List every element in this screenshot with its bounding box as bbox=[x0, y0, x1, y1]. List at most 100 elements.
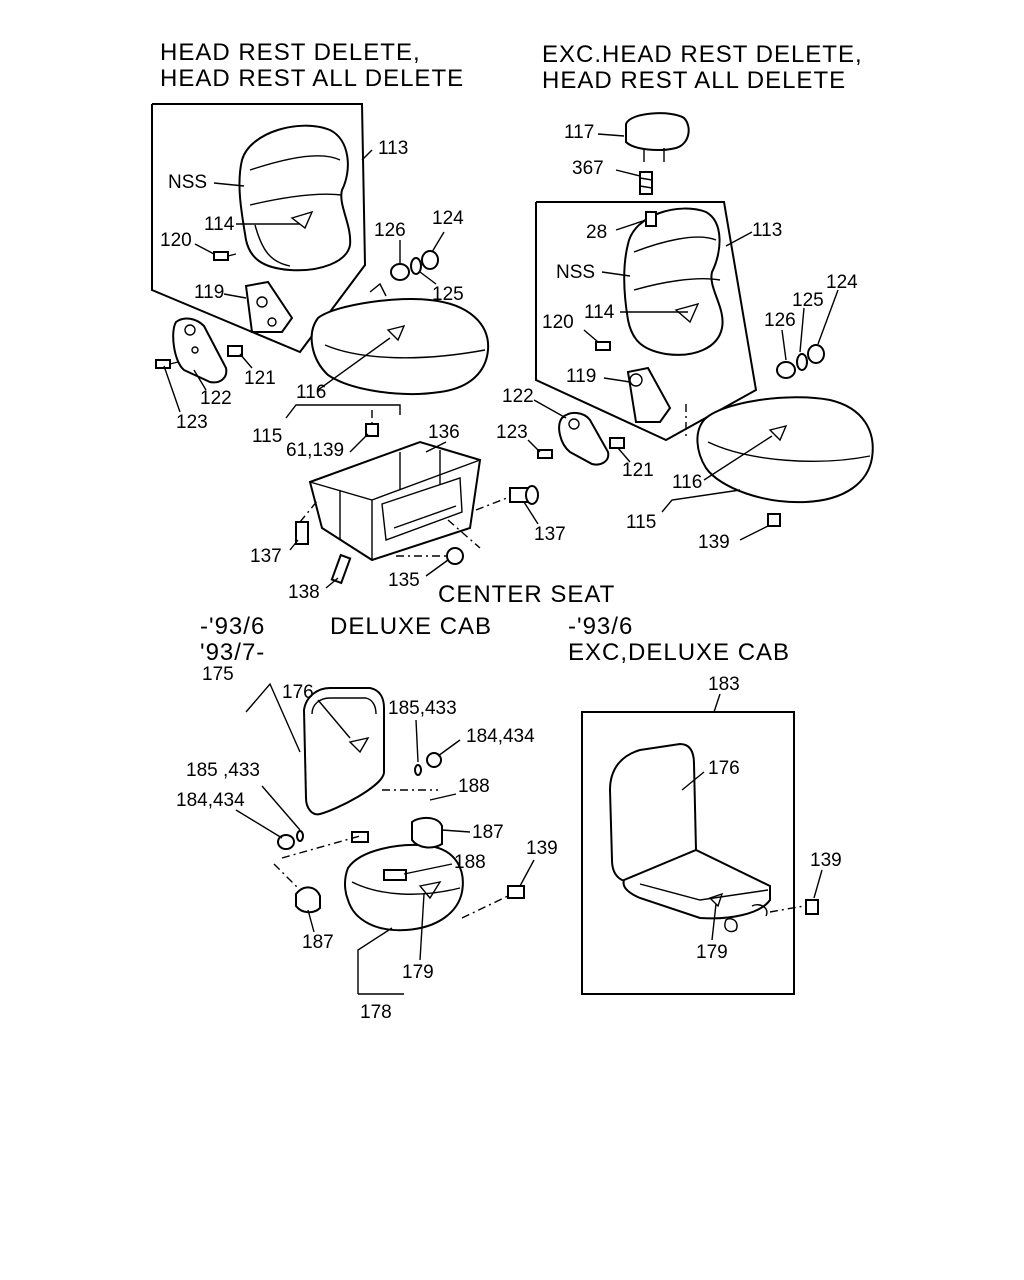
bolt-139-standard bbox=[805, 899, 819, 915]
left-cushion-tag bbox=[386, 324, 406, 342]
frame-136 bbox=[308, 440, 482, 562]
left-cover-122 bbox=[172, 317, 228, 384]
spring-367 bbox=[639, 171, 653, 195]
callout-114-left: 114 bbox=[204, 214, 235, 235]
left-bolt-120 bbox=[213, 251, 237, 261]
left-washer-125 bbox=[410, 257, 422, 275]
left-seat-back bbox=[238, 124, 352, 272]
heading-mid-right-line1: -'93/6 bbox=[568, 613, 633, 640]
bolt-137-left bbox=[295, 521, 309, 545]
callout-116-left: 116 bbox=[296, 382, 326, 403]
pin-138 bbox=[330, 553, 352, 585]
callout-136: 136 bbox=[428, 422, 460, 443]
left-bolt-123 bbox=[155, 359, 179, 369]
bolt-61-139 bbox=[365, 423, 379, 437]
center-seat-frame bbox=[289, 410, 539, 589]
deluxe-back-tag bbox=[348, 736, 370, 754]
deluxe-cushion-178 bbox=[344, 844, 464, 932]
callout-176-standard: 176 bbox=[708, 758, 740, 779]
callout-121-left: 121 bbox=[244, 368, 276, 389]
callout-138: 138 bbox=[288, 582, 320, 603]
right-washer-125 bbox=[796, 353, 808, 371]
right-knob-126 bbox=[776, 361, 796, 379]
callout-117: 117 bbox=[564, 122, 594, 143]
callout-122-right: 122 bbox=[502, 386, 534, 407]
heading-mid-right-line2: EXC,DELUXE CAB bbox=[568, 639, 790, 666]
right-bolt-123 bbox=[537, 449, 553, 459]
headrest-117 bbox=[625, 112, 690, 151]
standard-cushion bbox=[622, 848, 771, 920]
heading-top-left-line2: HEAD REST ALL DELETE bbox=[160, 65, 464, 92]
callout-115-left: 115 bbox=[252, 426, 282, 447]
callout-367: 367 bbox=[572, 158, 604, 179]
right-back-tag bbox=[674, 302, 700, 324]
callout-137-right: 137 bbox=[534, 524, 566, 545]
left-seat-assembly bbox=[151, 103, 490, 419]
callout-124-left: 124 bbox=[432, 208, 464, 229]
callout-183: 183 bbox=[708, 674, 740, 695]
left-back-tag bbox=[290, 210, 314, 230]
bracket-187-right bbox=[411, 816, 443, 849]
callout-137-left: 137 bbox=[250, 546, 282, 567]
callout-176-deluxe: 176 bbox=[282, 682, 314, 703]
bolt-28 bbox=[645, 211, 657, 227]
callout-120-left: 120 bbox=[160, 230, 192, 251]
left-frame-outline bbox=[151, 103, 367, 354]
right-cover-122 bbox=[558, 412, 610, 466]
callout-139-deluxe: 139 bbox=[526, 838, 558, 859]
bolt-139-deluxe bbox=[507, 885, 525, 899]
bracket-187-left bbox=[295, 886, 321, 914]
callout-119-right: 119 bbox=[566, 366, 596, 387]
left-knob-126 bbox=[390, 263, 410, 281]
callout-139-right: 139 bbox=[698, 532, 730, 553]
callout-187-right: 187 bbox=[472, 822, 504, 843]
callout-179-deluxe: 179 bbox=[402, 962, 434, 983]
right-seat-assembly bbox=[527, 112, 874, 541]
callout-188-lower: 188 bbox=[454, 852, 486, 873]
callout-185-433-right: 185,433 bbox=[388, 698, 457, 719]
callout-116-right: 116 bbox=[672, 472, 702, 493]
right-hinge bbox=[626, 366, 672, 423]
heading-top-left-line1: HEAD REST DELETE, bbox=[160, 39, 421, 66]
bolt-137-right bbox=[509, 485, 539, 505]
left-hinge bbox=[244, 280, 294, 333]
callout-113-left: 113 bbox=[378, 138, 408, 159]
callout-115-right: 115 bbox=[626, 512, 656, 533]
nut-184-left bbox=[277, 834, 295, 850]
heading-mid-left-line1: -'93/6 bbox=[200, 613, 265, 640]
right-bolt-120 bbox=[595, 341, 611, 351]
callout-187-left: 187 bbox=[302, 932, 334, 953]
callout-135: 135 bbox=[388, 570, 420, 591]
heading-mid-left-line2: '93/7- bbox=[200, 639, 265, 666]
callout-61-139: 61,139 bbox=[286, 440, 344, 461]
bolt-188-upper bbox=[351, 831, 369, 843]
left-knob-124 bbox=[421, 250, 439, 270]
deluxe-cushion-tag bbox=[418, 880, 442, 900]
heading-deluxe-cab: DELUXE CAB bbox=[330, 613, 492, 640]
callout-188-upper: 188 bbox=[458, 776, 490, 797]
callout-126-right: 126 bbox=[764, 310, 796, 331]
deluxe-back-175 bbox=[302, 687, 385, 816]
nut-135 bbox=[446, 547, 464, 565]
callout-184-434-left: 184,434 bbox=[176, 790, 245, 811]
callout-nss-right: NSS bbox=[556, 262, 595, 283]
standard-cushion-tag bbox=[708, 892, 724, 908]
nut-184-right bbox=[426, 752, 442, 768]
washer-185-left bbox=[296, 830, 304, 842]
right-seat-cushion bbox=[696, 396, 874, 504]
callout-178: 178 bbox=[360, 1002, 392, 1023]
callout-123-right: 123 bbox=[496, 422, 528, 443]
callout-125-right: 125 bbox=[792, 290, 824, 311]
callout-184-434-right: 184,434 bbox=[466, 726, 535, 747]
center-seat-standard bbox=[581, 693, 823, 995]
callout-126-left: 126 bbox=[374, 220, 406, 241]
callout-122-left: 122 bbox=[200, 388, 232, 409]
callout-113-right: 113 bbox=[752, 220, 782, 241]
bolt-188-lower bbox=[383, 869, 407, 881]
callout-175: 175 bbox=[202, 664, 234, 685]
callout-120-right: 120 bbox=[542, 312, 574, 333]
left-bolt-121 bbox=[227, 345, 243, 357]
right-bolt-121 bbox=[609, 437, 625, 449]
heading-top-right-line2: HEAD REST ALL DELETE bbox=[542, 67, 846, 94]
